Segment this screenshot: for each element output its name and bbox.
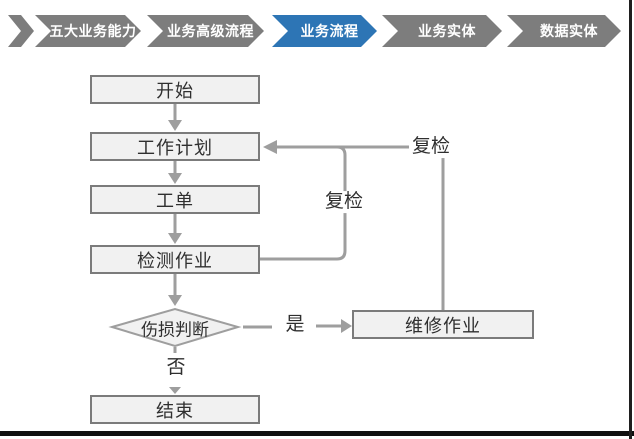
node-inspection-job: 检测作业: [90, 245, 260, 274]
node-start-label: 开始: [156, 80, 194, 101]
edge-workplan-to-workorder: [168, 161, 182, 184]
edge-start-to-workplan: [168, 104, 182, 131]
edge-label-recheck-outer: 复检: [408, 136, 454, 158]
node-damage-judgment-label: 伤损判断: [141, 320, 209, 340]
edge-label-yes: 是: [282, 314, 308, 336]
edge-label-recheck-inner: 复检: [321, 191, 367, 213]
edge-decision-no-to-end: [169, 347, 181, 394]
node-work-order-label: 工单: [156, 190, 194, 211]
node-repair-job-label: 维修作业: [405, 315, 481, 336]
page-bottom-border: [0, 431, 634, 436]
nav-step-data-entity[interactable]: 数据实体: [507, 15, 621, 47]
node-end: 结束: [90, 395, 260, 424]
node-work-plan: 工作计划: [90, 132, 260, 161]
decision-diamond: [108, 307, 242, 348]
node-work-plan-label: 工作计划: [137, 137, 213, 158]
page-right-border: [629, 0, 632, 439]
node-inspection-job-label: 检测作业: [137, 250, 213, 271]
edge-recheck-repair-to-workplan: [263, 140, 445, 310]
nav-step-business-capabilities[interactable]: 五大业务能力: [35, 15, 141, 47]
edge-workorder-to-inspection: [168, 214, 182, 244]
edge-label-no: 否: [163, 357, 189, 379]
node-end-label: 结束: [156, 400, 194, 421]
node-work-order: 工单: [90, 185, 260, 214]
edge-decision-yes-to-repair: [243, 319, 352, 333]
node-repair-job: 维修作业: [352, 310, 534, 339]
node-start: 开始: [90, 75, 260, 104]
nav-step-business-process[interactable]: 业务流程: [272, 15, 377, 47]
nav-step-high-level-process[interactable]: 业务高级流程: [147, 15, 264, 47]
nav-step-business-entity[interactable]: 业务实体: [382, 15, 502, 47]
edge-inspection-to-decision: [168, 274, 182, 306]
